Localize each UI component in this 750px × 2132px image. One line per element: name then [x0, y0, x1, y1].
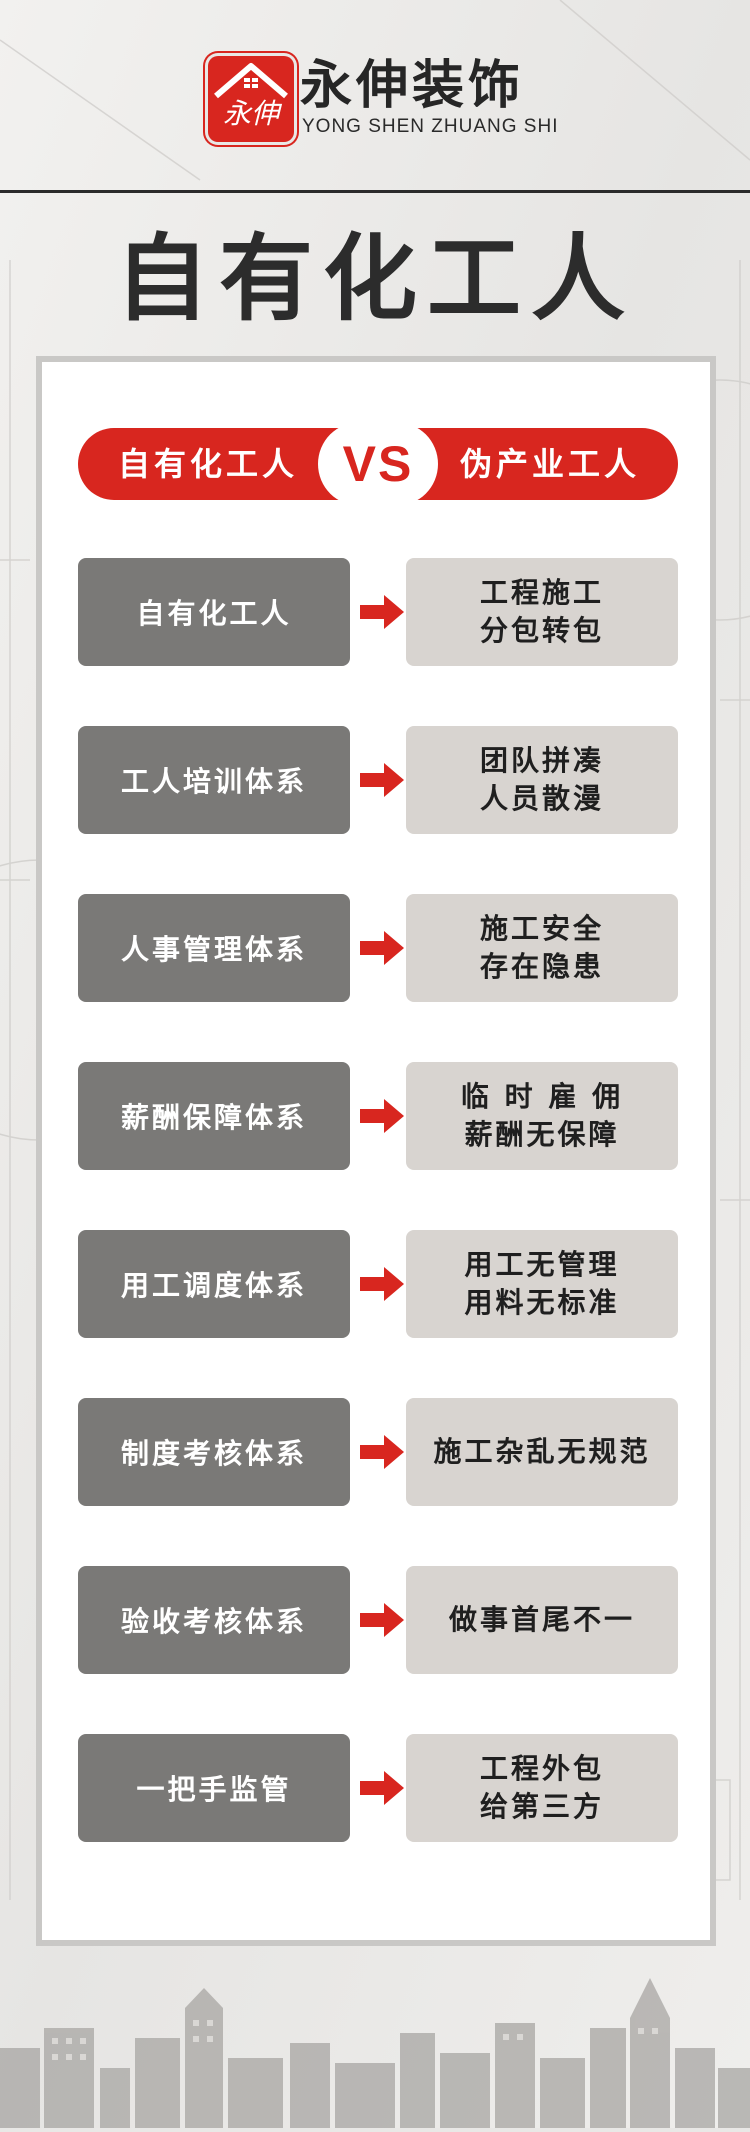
problem-box: 工程外包给第三方	[406, 1734, 678, 1842]
arrow-right-icon	[360, 1603, 404, 1637]
system-label: 自有化工人	[78, 558, 350, 666]
versus-right-label: 伪产业工人	[408, 428, 678, 500]
problem-box: 用工无管理用料无标准	[406, 1230, 678, 1338]
comparison-panel: 自有化工人 伪产业工人 VS 自有化工人工程施工分包转包工人培训体系团队拼凑人员…	[36, 356, 716, 1946]
comparison-row: 自有化工人工程施工分包转包	[78, 558, 678, 666]
problem-line: 薪酬无保障	[464, 1118, 620, 1151]
house-logo-icon: 永伸	[208, 56, 294, 142]
versus-badge: VS	[318, 422, 438, 506]
problem-line: 存在隐患	[479, 950, 604, 983]
system-label: 工人培训体系	[78, 726, 350, 834]
comparison-row: 人事管理体系施工安全存在隐患	[78, 894, 678, 1002]
problem-line: 临 时 雇 佣	[460, 1080, 624, 1113]
problem-box: 团队拼凑人员散漫	[406, 726, 678, 834]
problem-box: 做事首尾不一	[406, 1566, 678, 1674]
arrow-right-icon	[360, 931, 404, 965]
header: 永伸 永伸装饰 YONG SHEN ZHUANG SHI	[0, 0, 750, 190]
problem-line: 人员散漫	[479, 782, 604, 815]
system-label: 用工调度体系	[78, 1230, 350, 1338]
header-divider	[0, 190, 750, 193]
comparison-row: 制度考核体系 施工杂乱无规范	[78, 1398, 678, 1506]
system-label: 人事管理体系	[78, 894, 350, 1002]
versus-left-label: 自有化工人	[78, 428, 348, 500]
problem-line: 工程外包	[479, 1752, 604, 1785]
problem-line: 施工杂乱无规范	[433, 1435, 651, 1468]
versus-banner: 自有化工人 伪产业工人 VS	[78, 422, 678, 506]
system-label: 一把手监管	[78, 1734, 350, 1842]
comparison-row: 工人培训体系团队拼凑人员散漫	[78, 726, 678, 834]
problem-line: 给第三方	[479, 1790, 604, 1823]
arrow-right-icon	[360, 1099, 404, 1133]
problem-line: 施工安全	[479, 912, 604, 945]
arrow-right-icon	[360, 1771, 404, 1805]
city-skyline-graphic	[0, 1968, 750, 2128]
problem-box: 施工安全存在隐患	[406, 894, 678, 1002]
logo-text: 永伸	[222, 97, 279, 130]
problem-line: 用工无管理	[464, 1248, 620, 1281]
comparison-row: 薪酬保障体系临 时 雇 佣薪酬无保障	[78, 1062, 678, 1170]
problem-line: 用料无标准	[464, 1286, 620, 1319]
problem-box: 工程施工分包转包	[406, 558, 678, 666]
brand-subtitle: YONG SHEN ZHUANG SHI	[302, 116, 559, 137]
brand-name: 永伸装饰	[300, 56, 525, 116]
problem-line: 做事首尾不一	[448, 1603, 635, 1636]
problem-line: 工程施工	[479, 576, 604, 609]
arrow-right-icon	[360, 763, 404, 797]
problem-line: 团队拼凑	[479, 744, 604, 777]
arrow-right-icon	[360, 595, 404, 629]
problem-box: 施工杂乱无规范	[406, 1398, 678, 1506]
problem-box: 临 时 雇 佣薪酬无保障	[406, 1062, 678, 1170]
system-label: 制度考核体系	[78, 1398, 350, 1506]
problem-line: 分包转包	[479, 614, 604, 647]
arrow-right-icon	[360, 1267, 404, 1301]
system-label: 薪酬保障体系	[78, 1062, 350, 1170]
system-label: 验收考核体系	[78, 1566, 350, 1674]
arrow-right-icon	[360, 1435, 404, 1469]
comparison-row: 用工调度体系用工无管理用料无标准	[78, 1230, 678, 1338]
comparison-row: 验收考核体系 做事首尾不一	[78, 1566, 678, 1674]
page-title: 自有化工人	[114, 225, 635, 334]
comparison-row: 一把手监管工程外包给第三方	[78, 1734, 678, 1842]
